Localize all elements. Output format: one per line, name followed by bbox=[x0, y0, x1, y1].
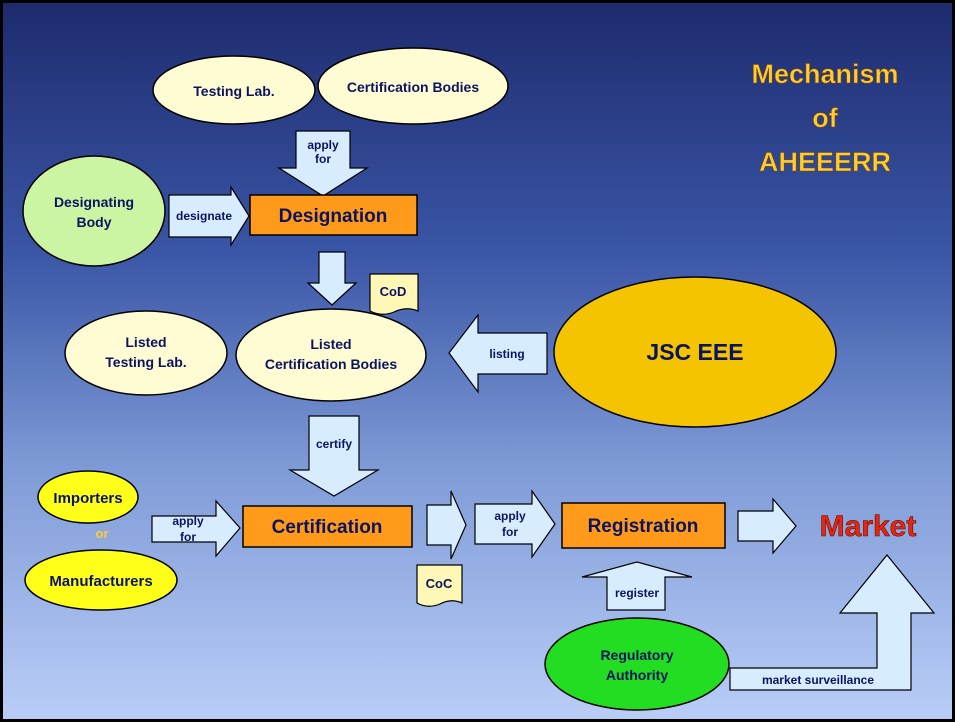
register-arrow bbox=[581, 561, 693, 611]
title-line-3: AHEEERR bbox=[759, 147, 891, 177]
jsc-eee-label: JSC EEE bbox=[646, 339, 743, 365]
apply-for-top-arrow bbox=[276, 130, 370, 197]
register-label: register bbox=[615, 586, 659, 600]
listing-label: listing bbox=[489, 347, 524, 361]
registration-to-market-arrow bbox=[737, 497, 797, 555]
designating-body-ellipse bbox=[22, 155, 166, 267]
market-label: Market bbox=[820, 510, 917, 543]
listing-arrow bbox=[448, 313, 548, 394]
registration-label: Registration bbox=[588, 516, 699, 537]
listed-cert-bodies-label-2: Certification Bodies bbox=[265, 356, 397, 372]
designation-box bbox=[249, 194, 418, 236]
diagram-title: Mechanism of AHEEERR bbox=[751, 59, 899, 178]
certify-label: certify bbox=[316, 437, 352, 451]
listed-testing-lab-label-2: Testing Lab. bbox=[105, 354, 186, 370]
cod-document bbox=[369, 273, 419, 315]
certification-box bbox=[242, 505, 413, 548]
regulatory-authority-label-1: Regulatory bbox=[600, 647, 673, 663]
designating-body-label-1: Designating bbox=[54, 194, 134, 210]
manufacturers-label: Manufacturers bbox=[49, 573, 152, 590]
testing-lab-ellipse bbox=[152, 55, 316, 125]
apply-for-mid-label-1: apply bbox=[494, 509, 526, 523]
certification-bodies-ellipse bbox=[317, 47, 509, 125]
certification-label: Certification bbox=[272, 517, 383, 538]
certification-bodies-label: Certification Bodies bbox=[347, 79, 479, 95]
market-surveillance-arrow bbox=[729, 554, 936, 691]
designating-body-label-2: Body bbox=[77, 214, 112, 230]
designation-down-arrow bbox=[306, 251, 358, 306]
jsc-eee-ellipse bbox=[553, 276, 837, 428]
apply-for-top-label-1: apply bbox=[307, 138, 339, 152]
title-line-2: of bbox=[812, 103, 838, 133]
designation-label: Designation bbox=[279, 206, 388, 227]
listed-testing-lab-ellipse bbox=[64, 310, 228, 396]
regulatory-authority-label-2: Authority bbox=[606, 667, 668, 683]
apply-for-left-label-1: apply bbox=[172, 514, 204, 528]
title-line-1: Mechanism bbox=[751, 59, 898, 89]
apply-for-mid-label-2: for bbox=[502, 525, 518, 539]
coc-document bbox=[416, 564, 463, 607]
registration-box bbox=[561, 502, 726, 549]
testing-lab-label: Testing Lab. bbox=[193, 83, 274, 99]
importers-ellipse bbox=[37, 470, 139, 524]
market-surveillance-label: market surveillance bbox=[762, 673, 874, 687]
designate-arrow bbox=[168, 184, 250, 248]
certify-arrow bbox=[287, 415, 381, 497]
or-label: or bbox=[96, 526, 109, 541]
coc-label: CoC bbox=[426, 576, 453, 591]
listed-cert-bodies-ellipse bbox=[235, 308, 427, 402]
apply-for-top-label-2: for bbox=[315, 152, 331, 166]
manufacturers-ellipse bbox=[24, 549, 178, 611]
apply-for-left-label-2: for bbox=[180, 530, 196, 544]
designate-label: designate bbox=[176, 209, 232, 223]
apply-for-left-arrow bbox=[151, 499, 241, 558]
apply-for-mid-arrow bbox=[474, 489, 556, 559]
listed-testing-lab-label-1: Listed bbox=[125, 334, 166, 350]
certification-out-arrow bbox=[426, 490, 467, 560]
regulatory-authority-ellipse bbox=[544, 617, 730, 711]
diagram-canvas: Mechanism of AHEEERR Testing Lab. Certif… bbox=[22, 47, 936, 711]
listed-cert-bodies-label-1: Listed bbox=[310, 336, 351, 352]
cod-label: CoD bbox=[380, 284, 407, 299]
importers-label: Importers bbox=[53, 490, 122, 507]
